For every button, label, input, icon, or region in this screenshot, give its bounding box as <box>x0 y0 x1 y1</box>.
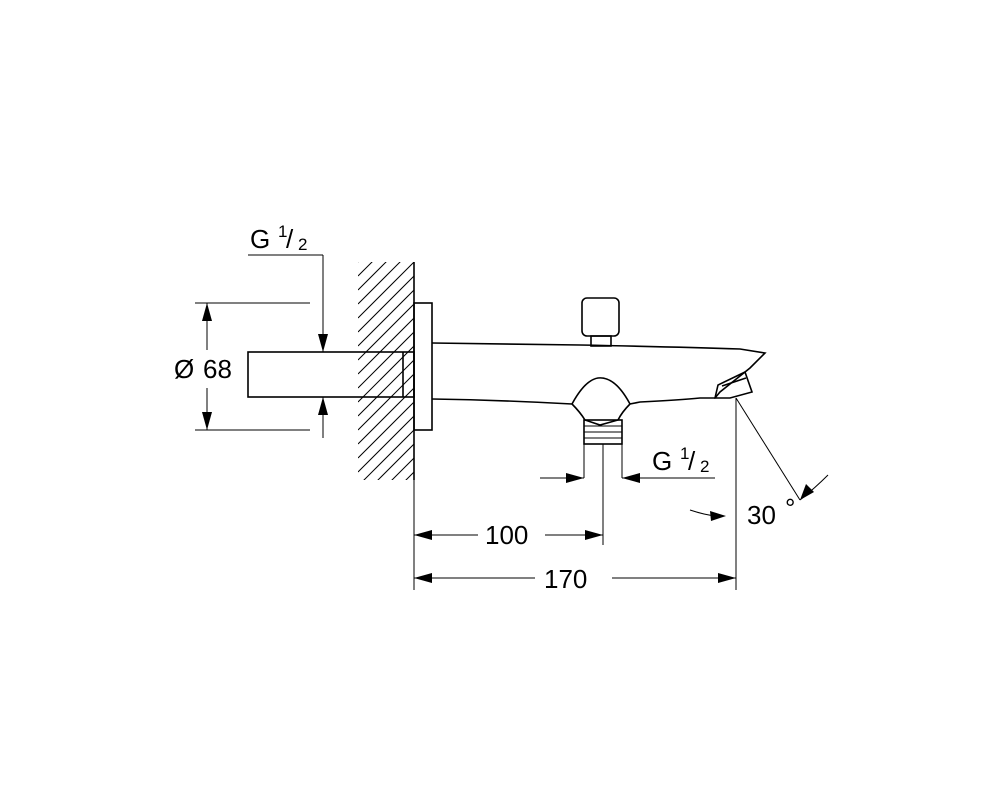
outlet-connection <box>583 419 623 545</box>
hatch-line <box>405 471 414 480</box>
hatch-line <box>358 401 414 459</box>
hatch-line <box>358 303 414 361</box>
wall-section <box>358 66 415 668</box>
hatch-line <box>358 514 414 570</box>
outlet-thread-slash: / <box>688 446 696 476</box>
dimension-100: 100 <box>414 520 603 550</box>
angle-unit: ° <box>785 493 795 523</box>
hatch-line <box>358 500 414 556</box>
hatch-line <box>391 457 414 480</box>
hatch-line <box>358 598 414 654</box>
hatch-line <box>358 317 414 375</box>
hatch-line <box>358 164 414 220</box>
outlet-thread-dimension: G 1 / 2 <box>540 444 715 483</box>
hatch-line <box>358 570 414 626</box>
diverter-knob <box>581 297 620 347</box>
hatch-line <box>377 443 414 480</box>
inlet-thread-num: 1 <box>278 222 287 241</box>
hatch-line <box>358 150 414 206</box>
hatch-line <box>358 122 414 178</box>
dim-170-label: 170 <box>544 564 587 594</box>
hatch-line <box>358 289 414 347</box>
hatch-line <box>358 345 414 403</box>
inlet-thread-g: G <box>250 224 270 254</box>
hatch-line <box>358 80 414 136</box>
hatch-line <box>358 108 414 164</box>
spout-body <box>431 342 767 426</box>
diameter-symbol: Ø <box>174 354 194 384</box>
hatch-line <box>358 66 414 122</box>
outlet-thread-num: 1 <box>680 444 689 463</box>
hatch-line <box>358 415 414 473</box>
angle-value: 30 <box>747 500 776 530</box>
hatch-line <box>358 136 414 192</box>
diameter-value: 68 <box>203 354 232 384</box>
diameter-dimension: Ø 68 <box>174 303 232 430</box>
hatch-line <box>358 275 414 333</box>
hatch-line <box>358 359 414 417</box>
hatch-line <box>358 486 414 542</box>
hatch-line <box>358 262 359 263</box>
inlet-thread-slash: / <box>286 224 294 254</box>
hatch-line <box>358 373 414 431</box>
hatch-line <box>358 584 414 640</box>
hatch-line <box>358 528 414 584</box>
inlet-thread-den: 2 <box>298 235 307 254</box>
inlet-thread-dimension: G 1 / 2 <box>248 222 328 438</box>
hatch-line <box>358 262 414 319</box>
hatch-line <box>358 612 414 668</box>
hatch-line <box>358 542 414 598</box>
hatch-line <box>358 556 414 612</box>
hatch-line <box>358 331 414 389</box>
hatch-line <box>358 94 414 150</box>
angle-dimension: 30 ° <box>689 397 829 530</box>
dimension-170: 170 <box>414 564 736 594</box>
hatch-line <box>358 262 373 277</box>
hatch-line <box>363 429 414 480</box>
hatch-line <box>358 262 387 291</box>
hatch-line <box>358 192 414 248</box>
outlet-thread-g: G <box>652 446 672 476</box>
hatch-line <box>358 262 401 305</box>
wall-flange <box>413 302 433 431</box>
dim-100-label: 100 <box>485 520 528 550</box>
outlet-thread-den: 2 <box>700 457 709 476</box>
hatch-line <box>358 178 414 234</box>
